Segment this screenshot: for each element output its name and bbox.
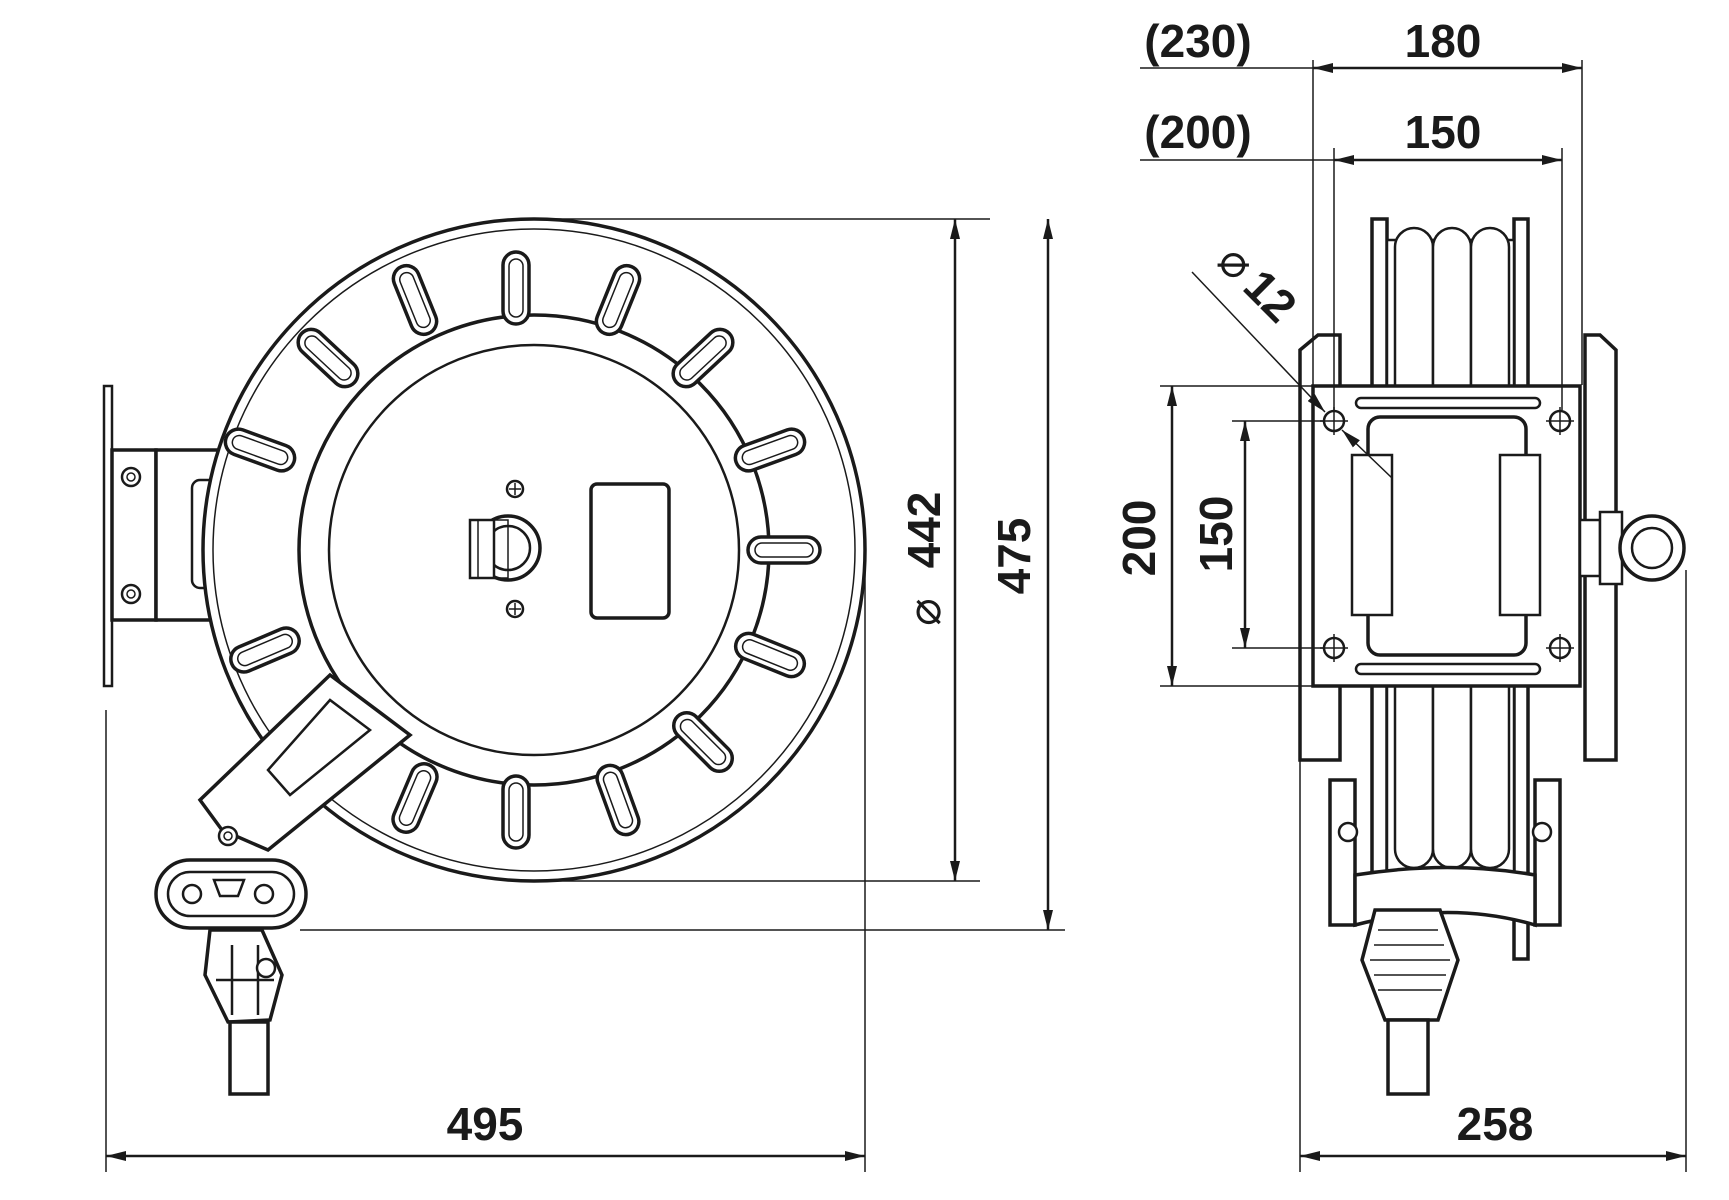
hose-guide-roller bbox=[154, 858, 308, 930]
front-view: (230) 180 (200) 150 ⌀ 12 2 bbox=[1113, 15, 1687, 1172]
diameter-symbol: ⌀ bbox=[898, 598, 950, 626]
dimension-drum-diameter: ⌀ 442 bbox=[534, 218, 990, 882]
dimension-overall-width: 495 bbox=[105, 560, 866, 1172]
dimension-label-overall-height: 475 bbox=[988, 518, 1040, 595]
dimension-width-outer: (230) 180 bbox=[1140, 15, 1583, 385]
hub bbox=[468, 479, 671, 620]
hose-stopper-front bbox=[1360, 908, 1460, 1022]
dimension-label-width-outer-ref: (230) bbox=[1144, 15, 1251, 67]
hose bbox=[228, 1020, 270, 1096]
dimension-label-width-inner: 150 bbox=[1405, 106, 1482, 158]
dimension-plate-height: 200 bbox=[1113, 385, 1312, 687]
hose-stopper bbox=[203, 928, 284, 1024]
dimension-overall-height: 475 bbox=[300, 219, 1065, 931]
dimension-width-inner: (200) 150 bbox=[1140, 106, 1563, 410]
dimension-label-drum-diameter: 442 bbox=[898, 492, 950, 569]
dimension-label-hole-spacing: 150 bbox=[1190, 496, 1242, 573]
dimension-label-width-outer: 180 bbox=[1405, 15, 1482, 67]
dimension-label-overall-depth: 258 bbox=[1457, 1098, 1534, 1150]
side-view: 495 ⌀ 442 475 bbox=[102, 217, 1065, 1172]
dimension-label-overall-width: 495 bbox=[447, 1098, 524, 1150]
dimension-label-width-inner-ref: (200) bbox=[1144, 106, 1251, 158]
hose-guide-arm bbox=[197, 672, 413, 853]
dimension-overall-depth: 258 bbox=[1299, 570, 1687, 1172]
mounting-plate bbox=[1311, 384, 1582, 688]
hose-front bbox=[1386, 1018, 1430, 1096]
swivel-inlet bbox=[1578, 510, 1686, 586]
dimension-hole-spacing: 150 bbox=[1190, 420, 1325, 649]
dimension-label-plate-height: 200 bbox=[1113, 500, 1165, 577]
